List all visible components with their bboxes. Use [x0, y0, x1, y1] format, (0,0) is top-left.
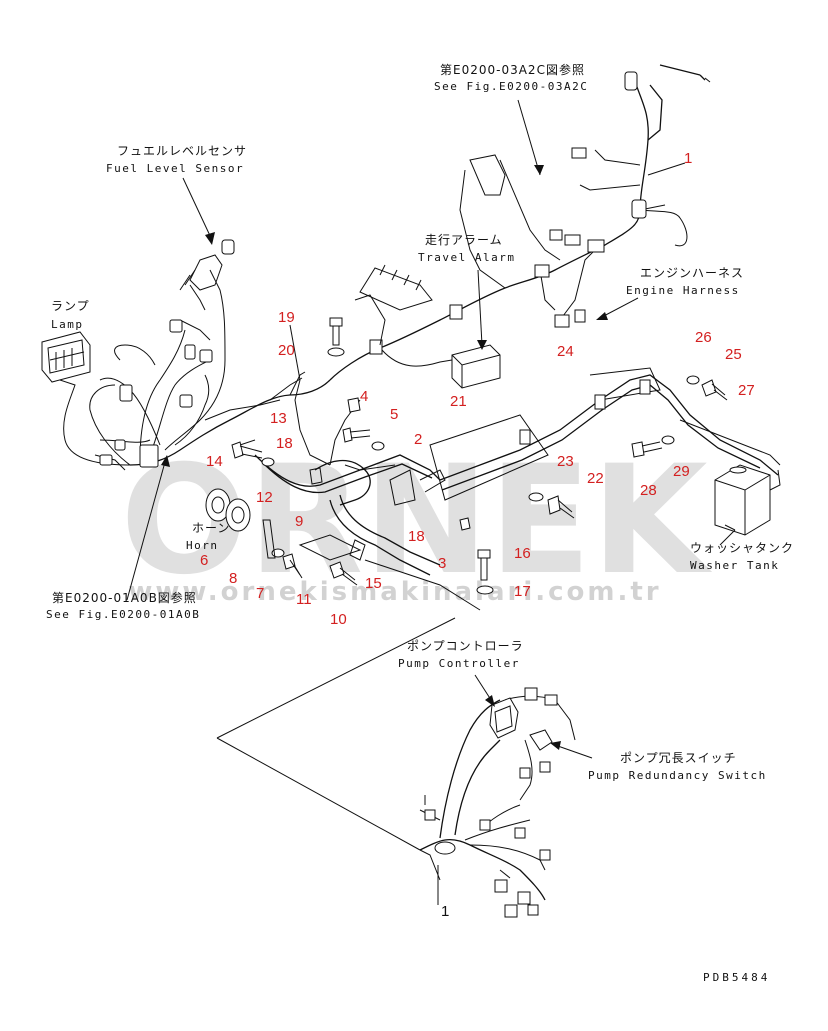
- washer-tank: [714, 464, 781, 536]
- part-number: 10: [330, 611, 347, 628]
- label-horn-en: Horn: [186, 539, 219, 552]
- part-number: 4: [360, 388, 368, 405]
- label-washer-en: Washer Tank: [690, 559, 779, 572]
- part-number: 1: [684, 150, 692, 167]
- label-lamp-jp: ランプ: [51, 299, 90, 313]
- part-number: 19: [278, 309, 295, 326]
- label-pump-ctrl-jp: ポンプコントローラ: [407, 639, 524, 653]
- part-number: 1: [441, 903, 449, 920]
- part-number: 23: [557, 453, 574, 470]
- part-number: 17: [514, 583, 531, 600]
- part-number: 25: [725, 346, 742, 363]
- part-numbers: 1 2 3 4 5 6 7 8 9 10 11 12 13 14 15 16 1…: [200, 150, 755, 920]
- hardware-bolts: [231, 317, 728, 595]
- fuel-level-sensor: [179, 239, 235, 291]
- part-number: 22: [587, 470, 604, 487]
- part-number: 21: [450, 393, 467, 410]
- part-number: 3: [438, 555, 446, 572]
- part-number: 8: [229, 570, 237, 587]
- part-number: 18: [408, 528, 425, 545]
- label-engine-jp: エンジンハーネス: [640, 266, 744, 280]
- leader-lines: [126, 99, 736, 905]
- label-fuel-jp: フュエルレベルセンサ: [117, 144, 247, 158]
- pump-controller-assembly: [216, 617, 576, 918]
- text-labels: 第E0200-03A2C図参照 See Fig.E0200-03A2C フュエル…: [46, 62, 794, 984]
- part-number: 20: [278, 342, 295, 359]
- label-washer-jp: ウォッシャタンク: [690, 541, 794, 555]
- part-number: 26: [695, 329, 712, 346]
- watermark-url: www.ornekismakinalari.com.tr: [128, 577, 661, 607]
- harness-cab: [429, 367, 781, 501]
- label-travel-en: Travel Alarm: [418, 251, 515, 264]
- main-harness-upper: [329, 64, 711, 381]
- label-fig-top-en: See Fig.E0200-03A2C: [434, 80, 588, 93]
- part-number: 5: [390, 406, 398, 423]
- harness-left: [44, 269, 331, 471]
- connector-block: [354, 264, 433, 346]
- part-number: 6: [200, 552, 208, 569]
- part-number: 13: [270, 410, 287, 427]
- label-fig-bottom-jp: 第E0200-01A0B図参照: [52, 590, 197, 605]
- part-number: 15: [365, 575, 382, 592]
- drawing-code: PDB5484: [703, 971, 770, 984]
- part-number: 2: [414, 431, 422, 448]
- part-number: 16: [514, 545, 531, 562]
- part-number: 11: [296, 591, 312, 608]
- travel-alarm: [381, 344, 501, 389]
- label-horn-jp: ホーン: [192, 521, 230, 535]
- part-number: 29: [673, 463, 690, 480]
- part-number: 9: [295, 513, 303, 530]
- part-number: 14: [206, 453, 223, 470]
- part-number: 24: [557, 343, 574, 360]
- label-pump-ctrl-en: Pump Controller: [398, 657, 520, 670]
- part-number: 27: [738, 382, 755, 399]
- label-fuel-en: Fuel Level Sensor: [106, 162, 244, 175]
- lamp: [41, 331, 91, 383]
- label-lamp-en: Lamp: [51, 318, 84, 331]
- part-number: 7: [256, 585, 264, 602]
- label-fig-top-jp: 第E0200-03A2C図参照: [440, 62, 585, 77]
- misc-lines: [298, 534, 481, 611]
- horn: [205, 488, 251, 532]
- label-travel-jp: 走行アラーム: [425, 233, 503, 247]
- label-pump-sw-en: Pump Redundancy Switch: [588, 769, 767, 782]
- part-number: 12: [256, 489, 273, 506]
- part-number: 18: [276, 435, 293, 452]
- label-engine-en: Engine Harness: [626, 284, 740, 297]
- label-fig-bottom-en: See Fig.E0200-01A0B: [46, 608, 200, 621]
- part-number: 28: [640, 482, 657, 499]
- label-pump-sw-jp: ポンプ冗長スイッチ: [620, 751, 737, 765]
